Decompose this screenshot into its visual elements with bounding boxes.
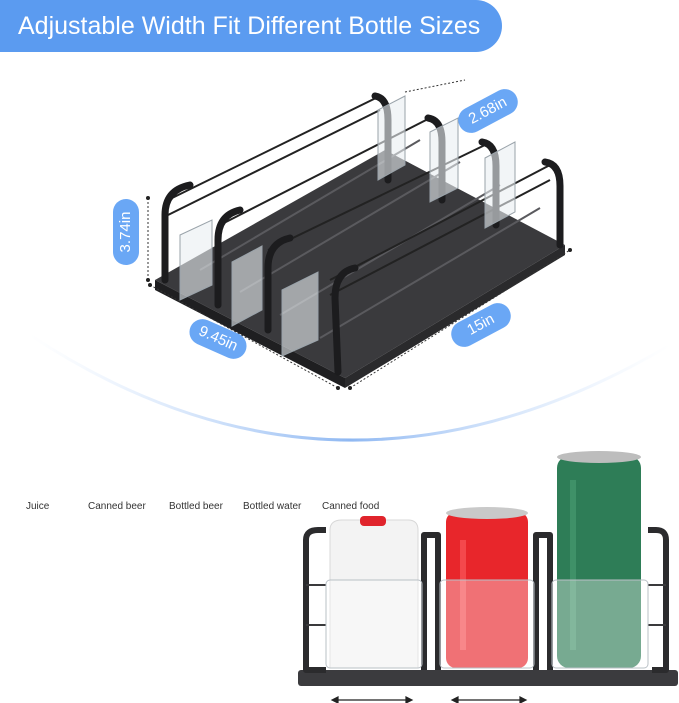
green-can (557, 451, 641, 668)
red-can (446, 507, 528, 668)
category-label-canned-beer: Canned beer (88, 501, 146, 512)
category-label-bottled-beer: Bottled beer (169, 501, 223, 512)
background-arc (29, 333, 671, 442)
category-label-bottled-water: Bottled water (243, 501, 302, 512)
rack-frame-left (303, 527, 326, 673)
rack-base (298, 670, 678, 686)
rack-frame-right (648, 527, 669, 673)
rack-divider-2 (533, 532, 553, 670)
page-title-banner: Adjustable Width Fit Different Bottle Si… (0, 0, 502, 52)
rack-divider-1 (421, 532, 441, 670)
jug-cap (360, 516, 386, 526)
category-label-canned-food: Canned food (322, 501, 380, 512)
page-title: Adjustable Width Fit Different Bottle Si… (18, 12, 481, 40)
category-label-juice: Juice (26, 501, 50, 512)
juice-jug (329, 516, 419, 669)
adjust-arrows (330, 696, 528, 703)
rack-top-illustration (146, 79, 572, 390)
